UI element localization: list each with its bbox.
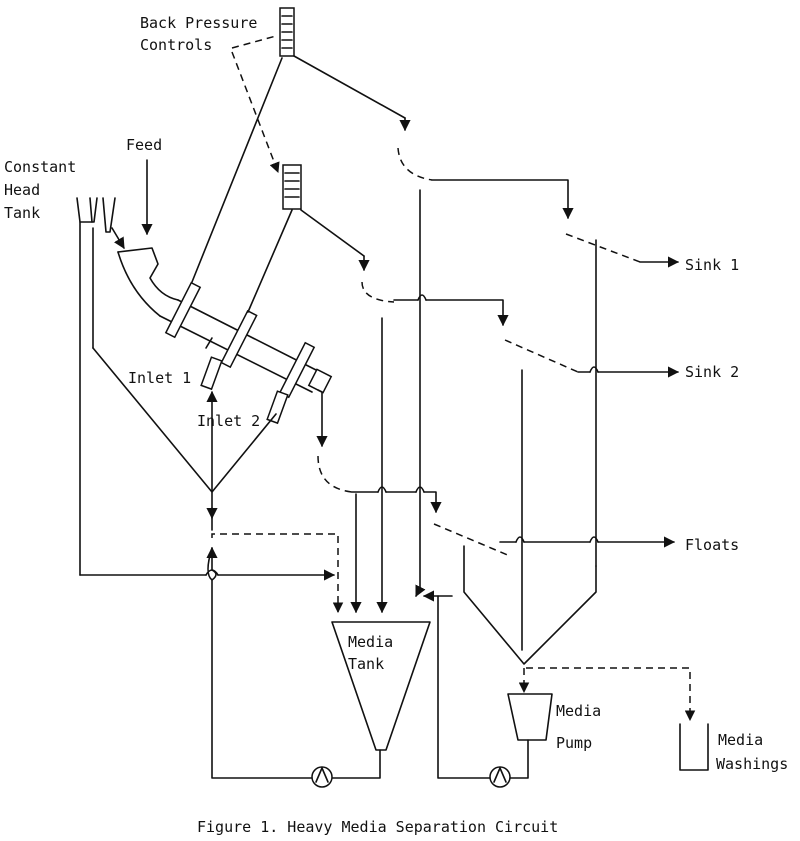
head-to-cyclone-arrow [111,227,125,249]
screen-3 [317,455,353,493]
label-back-pressure: Back Pressure [140,14,257,32]
lower-gauge-outlet [300,209,365,257]
label-head: Head [4,181,40,199]
screen-2 [361,281,395,303]
screen-sink-1 [565,233,641,263]
media-tank-pump-icon [311,766,333,788]
label-floats: Floats [685,536,739,554]
screen-floats [433,523,511,557]
line-flange2-to-gauge [247,209,293,313]
label-media-tank-1: Media [348,633,393,651]
label-sink-1: Sink 1 [685,256,739,274]
inlet-2-pipe [266,390,289,425]
flange-2 [220,309,258,369]
line-flange1-to-gauge [191,57,283,283]
back-pressure-gauge-top [279,7,295,57]
pump-return-line [437,595,491,779]
label-constant: Constant [4,158,76,176]
figure-caption: Figure 1. Heavy Media Separation Circuit [197,818,558,836]
label-sink-2: Sink 2 [685,363,739,381]
label-inlet-1: Inlet 1 [128,369,191,387]
back-pressure-gauge-lower [282,164,302,210]
flange-3 [278,341,316,399]
media-pump-icon [489,766,511,788]
leader-to-top-gauge [231,35,277,49]
label-feed: Feed [126,136,162,154]
screen-1 [397,147,433,181]
washings-line [526,667,696,722]
label-media-pump-2: Pump [556,734,592,752]
inlet-1-pipe [200,356,223,391]
bypass-dashed [211,533,344,614]
label-media-washings-2: Washings [716,755,788,773]
flange-1 [164,281,202,339]
label-media-pump-1: Media [556,702,601,720]
tank-return-line [211,579,313,779]
media-washings-container [679,723,709,771]
washing-cone [463,545,597,665]
label-tank: Tank [4,204,40,222]
media-pump-hopper [507,693,553,741]
label-controls: Controls [140,36,212,54]
constant-head-tank [76,197,116,576]
leader-to-lower-gauge [231,51,280,173]
screen-sink-2 [504,339,579,373]
top-gauge-outlet [293,55,406,119]
label-media-tank-2: Tank [348,655,384,673]
label-media-washings-1: Media [718,731,763,749]
media-tank [331,621,431,751]
label-inlet-2: Inlet 2 [197,412,260,430]
